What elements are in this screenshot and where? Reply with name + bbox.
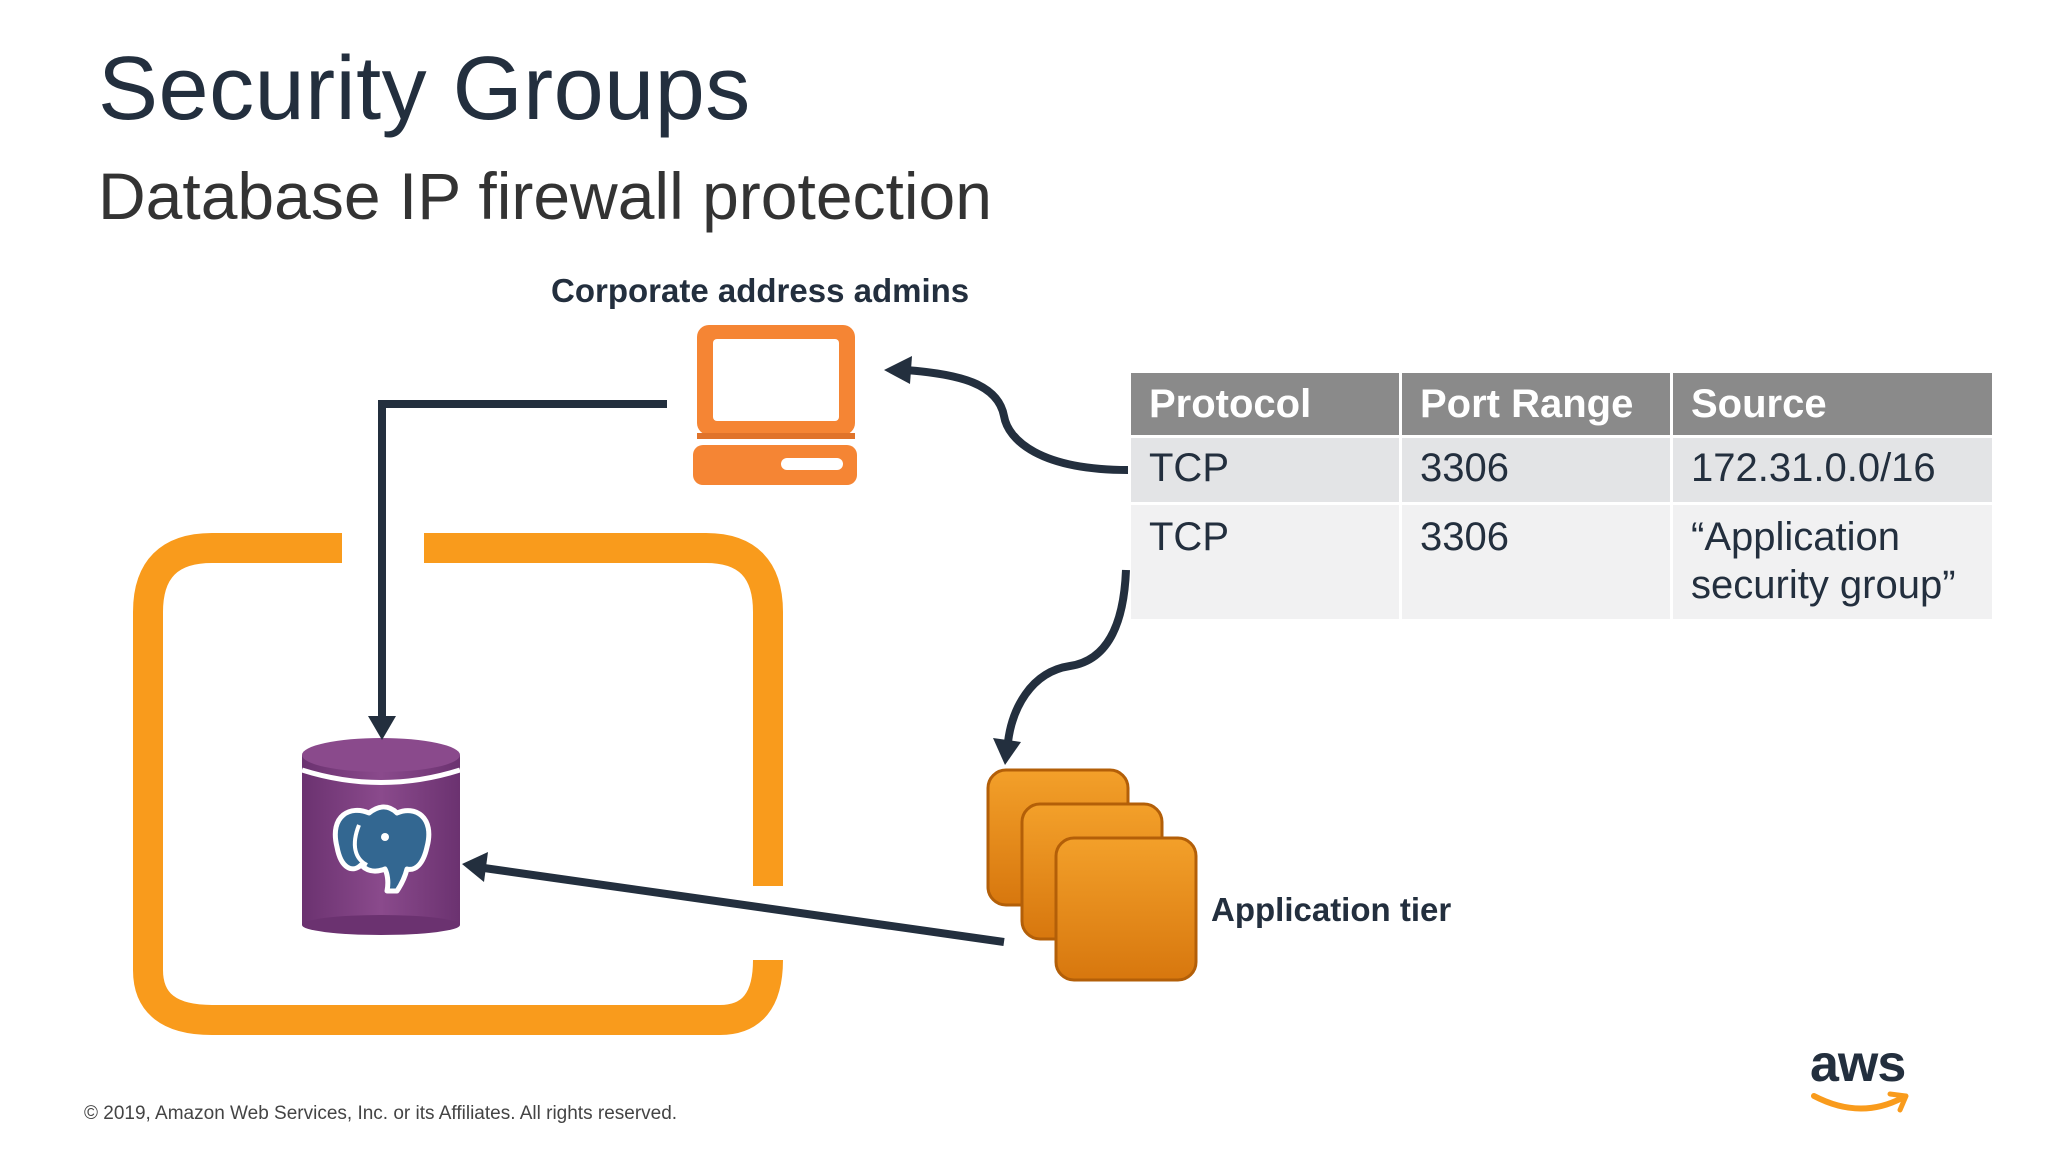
aws-logo: aws [1810,1038,1916,1123]
cell-port-range: 3306 [1402,438,1670,502]
app-tier-label: Application tier [1211,891,1452,928]
slide-title: Security Groups [98,39,751,139]
cell-source: 172.31.0.0/16 [1673,438,1992,502]
table-row: TCP 3306 172.31.0.0/16 [1131,438,1992,502]
slide-subtitle: Database IP firewall protection [98,159,992,233]
admins-label: Corporate address admins [551,272,970,309]
table-header-row: Protocol Port Range Source [1131,373,1992,435]
cell-source: “Application security group” [1673,505,1992,619]
header-port-range: Port Range [1402,373,1670,435]
cell-port-range: 3306 [1402,505,1670,619]
cell-protocol: TCP [1131,505,1399,619]
arrow-admins-to-database [368,400,667,740]
security-group-boundary [133,533,783,1035]
computer-icon [693,325,857,485]
security-group-rules-table: Protocol Port Range Source TCP 3306 172.… [1128,370,1995,622]
header-source: Source [1673,373,1992,435]
aws-smile-icon [1811,1091,1909,1113]
table-row: TCP 3306 “Application security group” [1131,505,1992,619]
aws-logo-text: aws [1810,1035,1906,1093]
postgresql-database-icon [301,738,461,935]
copyright-notice: © 2019, Amazon Web Services, Inc. or its… [84,1103,678,1124]
arrow-app-tier-to-database [462,852,1005,946]
arrow-rule2-to-app-tier [993,569,1130,765]
arrow-rule1-to-admins [884,356,1129,474]
application-instances-icon [986,768,1198,982]
cell-protocol: TCP [1131,438,1399,502]
header-protocol: Protocol [1131,373,1399,435]
